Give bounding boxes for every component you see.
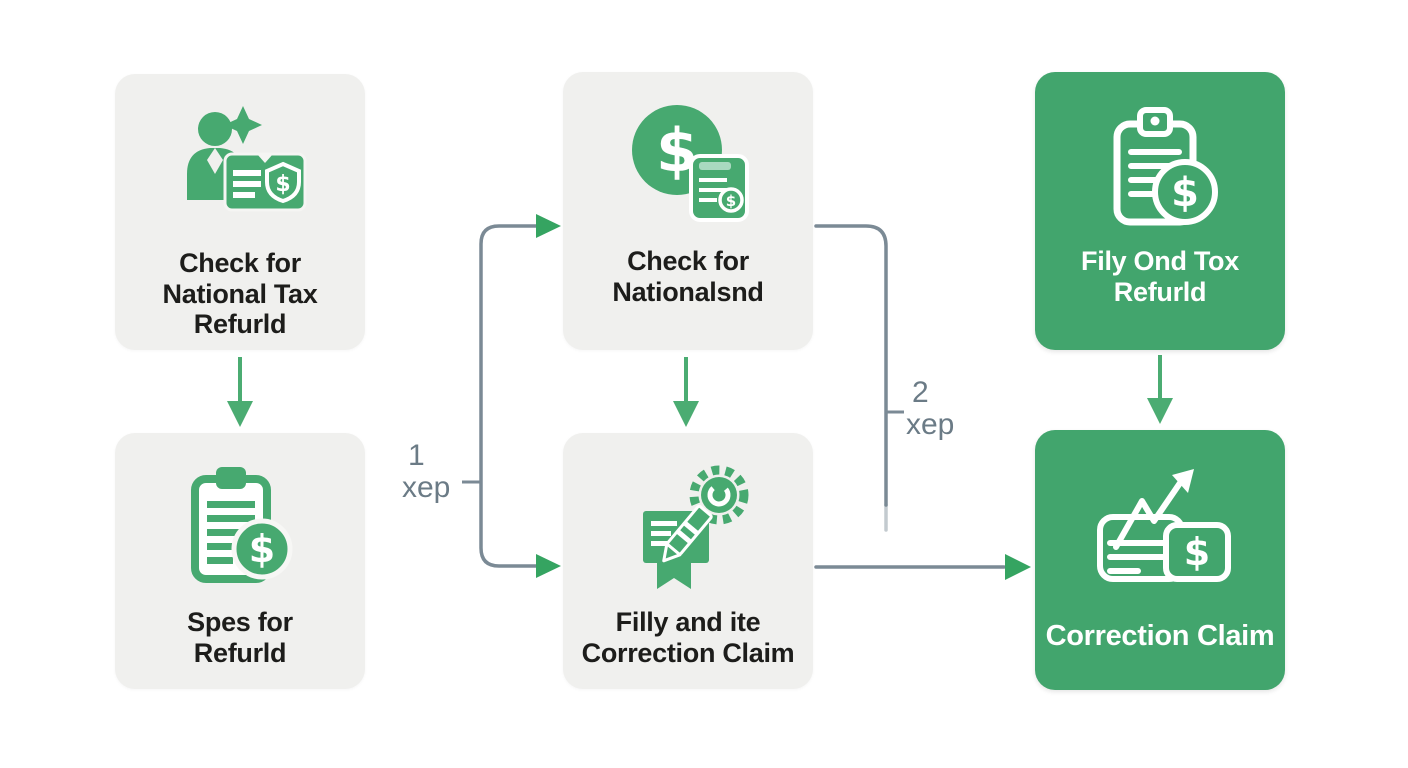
label-line: Refurld <box>1113 276 1207 307</box>
arrowhead-into-correction-claim <box>1005 554 1031 580</box>
node-spes-for-refund: $ Spes for Refurld <box>115 433 365 689</box>
label-line: Filly and ite <box>615 607 761 637</box>
node-label: Spes for Refurld <box>187 607 293 668</box>
label-line: Check for <box>179 248 301 278</box>
node-filly-and-ite-correction-claim: Filly and ite Correction Claim <box>563 433 813 689</box>
label-line: Refurld <box>193 637 287 668</box>
growth-chart-dollar-icon: $ <box>1080 454 1240 594</box>
svg-text:$: $ <box>1184 530 1210 574</box>
arrowhead-into-check-nationalsnd <box>536 214 561 238</box>
dollar-coin-receipt-icon: $ $ <box>613 96 763 236</box>
connector-step2-branch <box>814 224 904 532</box>
svg-text:$: $ <box>726 192 736 210</box>
svg-text:$: $ <box>275 172 290 197</box>
label-line: Spes for <box>187 607 293 637</box>
node-label: Filly and ite Correction Claim <box>582 607 795 668</box>
node-fily-ond-tox-refurld: $ Fily Ond Tox Refurld <box>1035 72 1285 350</box>
label-line: Refurld <box>193 309 287 339</box>
node-label: Correction Claim <box>1046 620 1275 653</box>
svg-text:$: $ <box>1171 170 1199 216</box>
clipboard-dollar-outline-icon: $ <box>1085 96 1235 236</box>
node-label: Check for Nationalsnd <box>612 246 764 307</box>
label-line: National Tax <box>162 278 318 309</box>
connector-filly-to-correction <box>814 554 1031 580</box>
step-number: 1 <box>408 439 425 472</box>
step-number: 2 <box>912 376 929 409</box>
arrow-fily-to-correction <box>1147 355 1173 424</box>
label-line: Correction Claim <box>581 637 795 668</box>
step-word: xep <box>906 408 955 441</box>
connector-step1-bracket <box>462 214 561 578</box>
node-check-for-nationalsnd: $ $ Check for Nationalsnd <box>563 72 813 350</box>
arrow-check-to-spes <box>227 357 253 427</box>
person-tax-document-icon: $ <box>165 98 315 238</box>
label-line: Nationalsnd <box>612 276 764 307</box>
label-line: Fily Ond Tox <box>1081 246 1239 276</box>
node-label: Check for National Tax Refurld <box>163 248 318 340</box>
pencil-gear-certificate-icon <box>613 457 763 597</box>
label-line: Correction Claim <box>1045 620 1275 652</box>
step-1-label: 1 xep <box>402 440 450 504</box>
clipboard-dollar-icon: $ <box>165 457 315 597</box>
node-check-national-tax-refund: $ Check for National Tax Refurld <box>115 74 365 350</box>
label-line: Check for <box>627 246 749 276</box>
step-2-label: 2 xep <box>906 377 954 441</box>
node-label: Fily Ond Tox Refurld <box>1081 246 1239 307</box>
arrow-nationalsnd-to-filly <box>673 357 699 427</box>
node-correction-claim: $ Correction Claim <box>1035 430 1285 690</box>
svg-text:$: $ <box>249 527 275 571</box>
arrowhead-into-filly-correction <box>536 554 561 578</box>
step-word: xep <box>402 471 451 504</box>
